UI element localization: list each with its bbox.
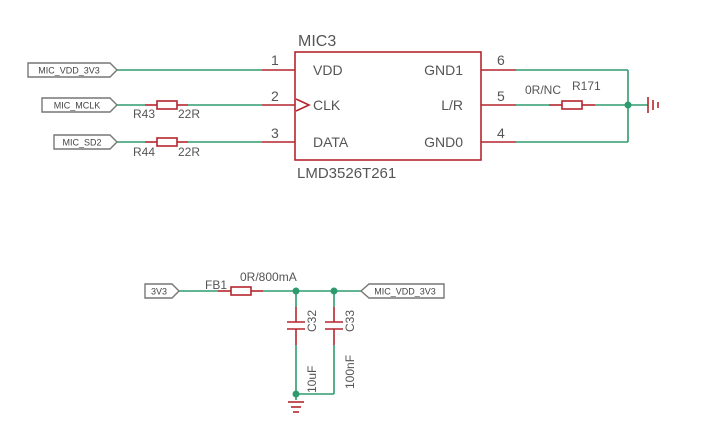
r43-ref: R43 — [133, 107, 155, 121]
junction-cap-gnd — [292, 390, 300, 398]
mic3-body — [294, 51, 482, 161]
pin-3-number: 3 — [271, 125, 279, 141]
r171-ref: R171 — [572, 79, 601, 93]
ground-icon-top — [647, 97, 659, 113]
resistor-r44 — [156, 137, 178, 147]
resistor-r171 — [561, 100, 583, 110]
ferrite-fb1 — [230, 286, 252, 296]
pin-1-name: VDD — [313, 62, 343, 78]
net-label-mic-mclk-text: MIC_MCLK — [54, 101, 101, 111]
pin-1-number: 1 — [271, 52, 279, 68]
ground-icon-bottom — [288, 401, 304, 413]
pin-4-name: GND0 — [424, 134, 463, 150]
pin-6-number: 6 — [497, 52, 505, 68]
pin-4-number: 4 — [497, 125, 505, 141]
resistor-r43 — [156, 100, 178, 110]
mic3-part: LMD3526T261 — [297, 165, 396, 182]
c33-value: 100nF — [343, 355, 357, 389]
clock-marker-icon — [295, 98, 311, 112]
net-label-mic-sd2 — [53, 134, 118, 150]
pin-5-name: L/R — [441, 97, 463, 113]
fb1-ref: FB1 — [205, 278, 227, 292]
net-label-mic-mclk — [41, 97, 118, 113]
pin-3-name: DATA — [313, 134, 349, 150]
c33-ref: C33 — [343, 310, 357, 332]
net-label-mic-vdd-text: MIC_VDD_3V3 — [38, 66, 100, 76]
c32-value: 10uF — [305, 366, 319, 393]
net-label-mic-vdd — [27, 62, 118, 78]
net-label-3v3-text: 3V3 — [151, 287, 167, 297]
r171-value: 0R/NC — [525, 83, 561, 97]
pin-6-name: GND1 — [424, 62, 463, 78]
junction-gnd — [624, 101, 632, 109]
net-label-mic-sd2-text: MIC_SD2 — [62, 138, 101, 148]
net-label-3v3 — [144, 283, 180, 299]
c32-ref: C32 — [305, 310, 319, 332]
net-label-mic-vdd-out-text: MIC_VDD_3V3 — [374, 287, 436, 297]
pin-2-number: 2 — [271, 88, 279, 104]
mic3-ref: MIC3 — [298, 33, 336, 50]
net-label-mic-vdd-out — [359, 283, 445, 299]
r43-value: 22R — [178, 107, 200, 121]
r44-ref: R44 — [133, 145, 155, 159]
fb1-value: 0R/800mA — [240, 270, 297, 284]
pin-5-number: 5 — [497, 88, 505, 104]
r44-value: 22R — [178, 145, 200, 159]
pin-2-name: CLK — [313, 97, 341, 113]
